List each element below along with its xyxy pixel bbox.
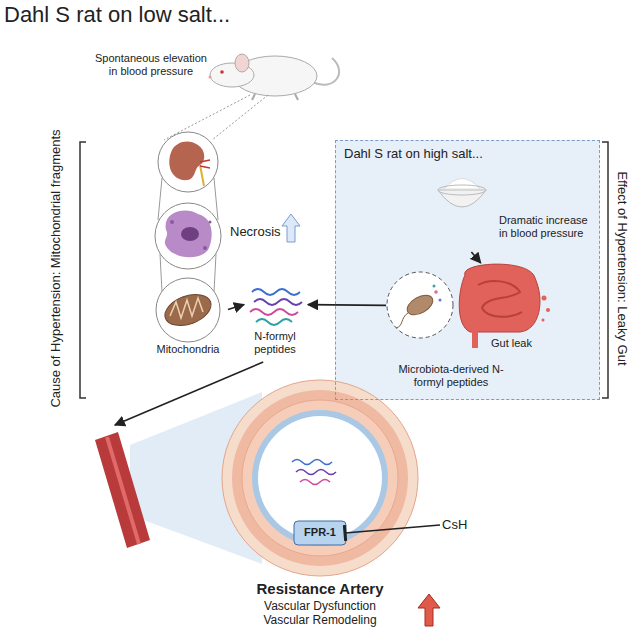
vessel-cross-section bbox=[294, 521, 346, 545]
kidney-icon bbox=[200, 165, 204, 186]
mitochondria-icon bbox=[156, 278, 220, 342]
rat-illustration bbox=[209, 76, 212, 79]
node-text: Vascular Remodeling bbox=[200, 613, 440, 627]
salt-group: Dramatic increase in blood pressure bbox=[441, 166, 601, 252]
microbiota-icon bbox=[434, 290, 438, 294]
inhibition-line bbox=[345, 525, 440, 533]
peptide-group: N-formyl peptides bbox=[244, 280, 308, 362]
vessel-cross-section bbox=[300, 480, 330, 485]
artery-segment-icon bbox=[95, 432, 150, 548]
salt-bowl-icon bbox=[438, 185, 486, 195]
node-text: Microbiota-derived N-formyl peptides bbox=[388, 363, 514, 389]
arrow bbox=[115, 362, 263, 425]
node-text: FPR-1 bbox=[297, 526, 343, 539]
kidney-icon bbox=[158, 132, 218, 192]
vessel-cross-section bbox=[296, 470, 336, 475]
vessel-cross-section bbox=[232, 390, 408, 566]
kidney-icon bbox=[158, 132, 218, 192]
vessel-cross-section bbox=[222, 380, 418, 576]
gut-icon bbox=[542, 296, 547, 301]
gut-icon bbox=[459, 264, 550, 348]
mitochondria-icon bbox=[156, 278, 220, 342]
gut-icon bbox=[478, 281, 522, 317]
salt-bowl-icon bbox=[438, 179, 486, 208]
node-text: CsH bbox=[442, 517, 474, 533]
side-label: Cause of Hypertension: Mitochondrial fra… bbox=[48, 119, 63, 419]
peptide-squiggles bbox=[256, 319, 292, 325]
arrow bbox=[228, 305, 244, 310]
peptide-squiggles bbox=[252, 289, 300, 295]
rat-illustration bbox=[220, 70, 224, 74]
kidney-icon bbox=[169, 141, 204, 180]
gut-icon bbox=[546, 308, 550, 312]
necrotic-cell-icon bbox=[181, 227, 199, 241]
rat-illustration bbox=[252, 94, 298, 100]
node-text: Spontaneous elevation in blood pressure bbox=[95, 52, 207, 78]
necrotic-cell-icon bbox=[155, 203, 221, 269]
rat-illustration bbox=[235, 54, 249, 72]
salt-bowl-icon bbox=[444, 179, 480, 190]
node-text: Gut leak bbox=[491, 337, 559, 350]
necrotic-cell-icon bbox=[203, 246, 207, 250]
vessel-cross-section bbox=[252, 410, 388, 546]
gut-icon bbox=[459, 264, 540, 332]
microbiota-icon bbox=[439, 299, 442, 302]
arrow bbox=[308, 304, 386, 306]
node-text: Vascular Dysfunction bbox=[200, 599, 440, 613]
node-text: N-formyl peptides bbox=[244, 330, 306, 356]
necrotic-cell-icon bbox=[155, 203, 221, 269]
rat-illustration bbox=[209, 54, 340, 100]
cell-group: Necrosis bbox=[150, 200, 305, 270]
bracket bbox=[602, 142, 608, 398]
microbiota-icon bbox=[387, 272, 453, 338]
artery-segment-icon bbox=[107, 437, 139, 544]
peptide-squiggles bbox=[250, 289, 302, 325]
kidney-icon bbox=[200, 160, 210, 168]
gut-icon bbox=[472, 330, 478, 348]
receptor-label: FPR-1 bbox=[297, 524, 345, 542]
node-text: Dramatic increase in blood pressure bbox=[499, 214, 599, 240]
side-label: Effect of Hypertension: Leaky Gut bbox=[615, 119, 630, 419]
artery-group: FPR-1Resistance ArteryVascular Dysfuncti… bbox=[85, 425, 445, 630]
node-text: Necrosis bbox=[230, 224, 290, 240]
artery-segment-icon bbox=[95, 432, 150, 548]
vessel-cross-section bbox=[292, 460, 332, 465]
vessel-cross-section bbox=[222, 380, 418, 576]
mitochondria-icon bbox=[170, 298, 203, 318]
increase-arrow bbox=[282, 214, 300, 242]
microbiota-icon bbox=[387, 272, 453, 338]
arrow bbox=[471, 252, 480, 263]
gut-icon bbox=[542, 319, 545, 322]
salt-bowl-icon bbox=[438, 190, 486, 207]
necrotic-cell-icon bbox=[209, 221, 212, 224]
inhibitor-label: CsH bbox=[440, 515, 476, 535]
title: Dahl S rat on low salt... bbox=[4, 2, 230, 28]
node-text: Dahl S rat on high salt... bbox=[344, 146, 584, 162]
mitochondria-group: Mitochondria bbox=[150, 276, 228, 360]
microbiota-icon bbox=[396, 313, 408, 328]
increase-arrow bbox=[418, 594, 440, 626]
necrotic-cell-icon bbox=[165, 211, 212, 258]
panel-ground bbox=[335, 140, 600, 400]
high-salt-panel: Dramatic increase in blood pressureGut l… bbox=[335, 140, 600, 400]
node-text: Resistance Artery bbox=[200, 580, 440, 598]
bracket bbox=[80, 142, 86, 398]
rat-group: Spontaneous elevation in blood pressure bbox=[95, 40, 335, 110]
peptide-squiggles bbox=[250, 309, 298, 315]
gut-group: Gut leak bbox=[451, 263, 561, 357]
microbiota-icon bbox=[433, 285, 436, 288]
mitochondria-icon bbox=[161, 289, 216, 332]
node-text: Mitochondria bbox=[150, 343, 226, 356]
necrotic-cell-icon bbox=[170, 220, 174, 224]
microbiota-group: Microbiota-derived N-formyl peptides bbox=[386, 269, 516, 399]
microbiota-icon bbox=[404, 291, 436, 319]
vessel-cross-section bbox=[242, 400, 398, 556]
peptide-squiggles bbox=[254, 299, 302, 305]
